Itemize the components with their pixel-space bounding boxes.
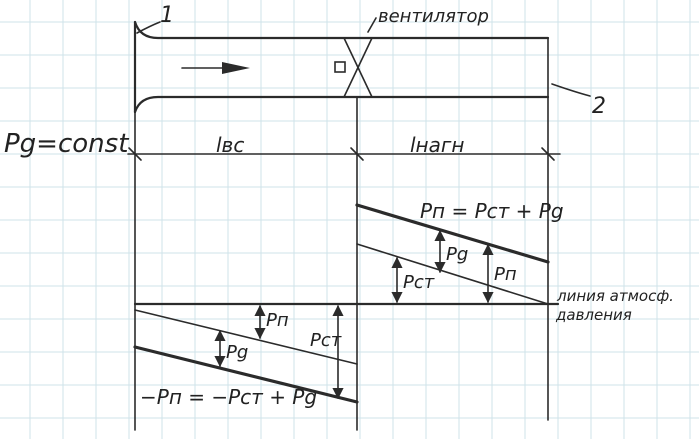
duct-top-wall <box>133 20 550 40</box>
flow-arrow-head <box>222 62 250 74</box>
air-duct <box>133 20 550 114</box>
pp-upper-label: Pп <box>494 264 517 285</box>
fan-leader-line <box>367 17 377 33</box>
suction-length-label: lвс <box>216 133 244 157</box>
pst-lower-label: Pст <box>310 330 342 351</box>
pst-upper-label: Pст <box>403 272 435 293</box>
lower-total-pressure-formula: −Pп = −Pст + Pg <box>140 385 317 409</box>
fan-symbol <box>334 37 373 98</box>
atmospheric-line-label: линия атмосф. <box>556 287 674 305</box>
marker-2-leader <box>551 83 591 97</box>
marker-1-label: 1 <box>160 3 174 28</box>
pg-lower-label: Pg <box>226 342 248 363</box>
marker-1-leader <box>136 21 161 34</box>
suction-total-pressure-line <box>133 345 359 404</box>
pg-upper-label: Pg <box>446 244 468 265</box>
length-dimension-line <box>127 147 561 161</box>
discharge-total-pressure-line <box>355 203 550 264</box>
upper-total-pressure-formula: Pп = Pст + Pg <box>420 199 564 223</box>
suction-static-pressure-line <box>134 309 358 365</box>
marker-2-label: 2 <box>592 94 606 119</box>
fan-label: вентилятор <box>378 6 489 27</box>
discharge-length-label: lнагн <box>410 133 464 157</box>
dynamic-pressure-constant-label: Pg=const <box>4 129 129 159</box>
discharge-static-pressure-line <box>356 243 549 305</box>
duct-bottom-wall <box>133 95 550 114</box>
atmospheric-line-label-2: давления <box>555 306 632 324</box>
pp-lower-label: Pп <box>266 310 289 331</box>
